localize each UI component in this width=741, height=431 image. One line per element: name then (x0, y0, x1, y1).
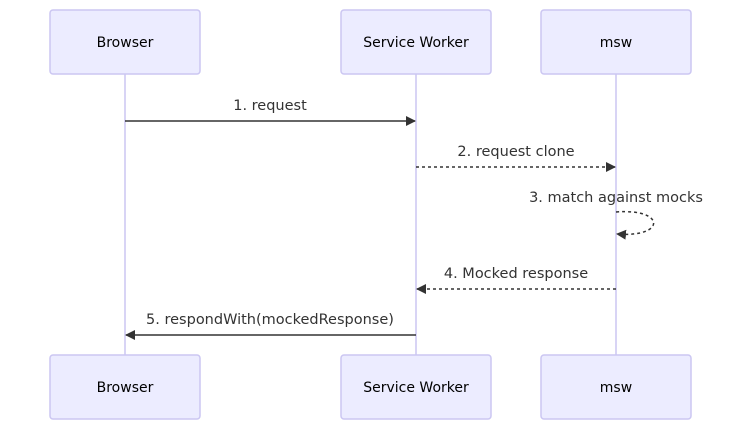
actor-label: msw (600, 380, 632, 396)
actor-bottom-msw: msw (540, 354, 692, 420)
actor-top-msw: msw (540, 9, 692, 75)
actor-top-service-worker: Service Worker (340, 9, 492, 75)
actor-label: Service Worker (363, 380, 469, 396)
message-arrow-3 (615, 210, 655, 240)
message-label-2: 2. request clone (457, 144, 574, 160)
actor-bottom-browser: Browser (49, 354, 201, 420)
actor-top-browser: Browser (49, 9, 201, 75)
actor-label: Service Worker (363, 35, 469, 51)
actor-label: Browser (97, 35, 154, 51)
message-label-3: 3. match against mocks (529, 190, 703, 206)
actor-bottom-service-worker: Service Worker (340, 354, 492, 420)
actor-label: msw (600, 35, 632, 51)
message-label-4: 4. Mocked response (444, 266, 588, 282)
message-label-1: 1. request (233, 98, 307, 114)
message-label-5: 5. respondWith(mockedResponse) (146, 312, 394, 328)
actor-label: Browser (97, 380, 154, 396)
